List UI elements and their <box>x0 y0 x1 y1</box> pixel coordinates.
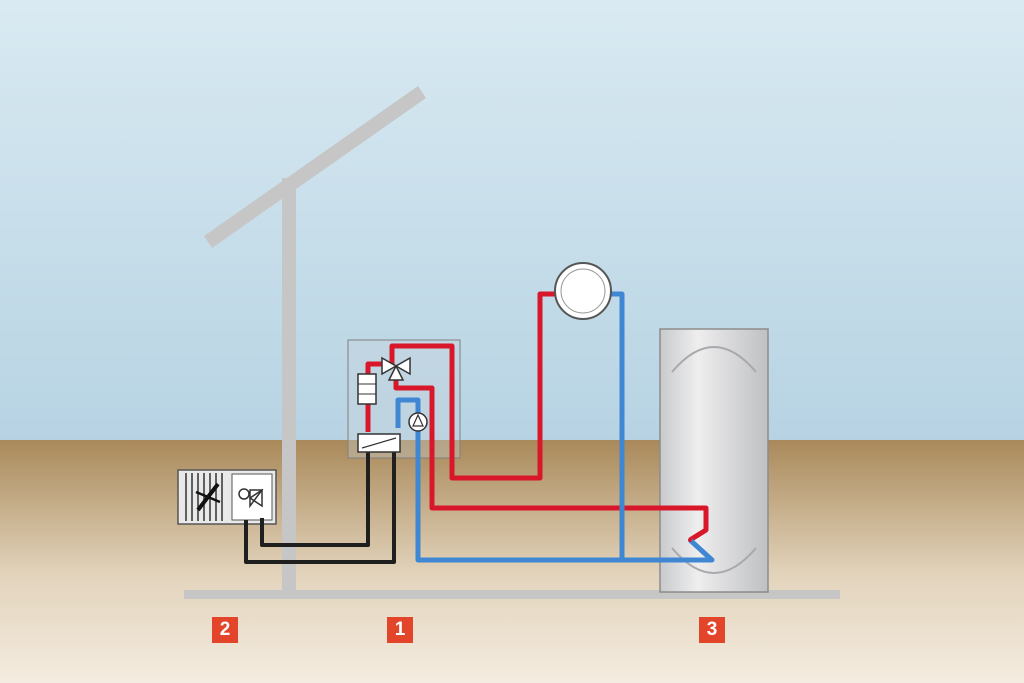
sky <box>0 0 1024 440</box>
three-way-valve-icon <box>381 356 411 381</box>
refrigerant-pipes <box>244 452 396 564</box>
pump-icon <box>408 412 428 432</box>
house-outline <box>184 86 840 599</box>
cold-water-pipes <box>395 291 715 563</box>
storage-tank-label: 3 <box>699 617 725 643</box>
outdoor-unit-label: 2 <box>212 617 238 643</box>
hot-water-pipes <box>365 291 709 543</box>
filter-icon <box>357 373 377 405</box>
radiator-icon <box>554 262 612 320</box>
outdoor-unit <box>177 469 277 525</box>
heating-coil-icon <box>688 538 692 542</box>
heat-pump-label: 1 <box>387 617 413 643</box>
expansion-valve-icon <box>238 488 264 509</box>
storage-tank <box>659 328 769 593</box>
heat-exchanger-icon <box>357 433 401 453</box>
fan-icon <box>195 482 221 512</box>
